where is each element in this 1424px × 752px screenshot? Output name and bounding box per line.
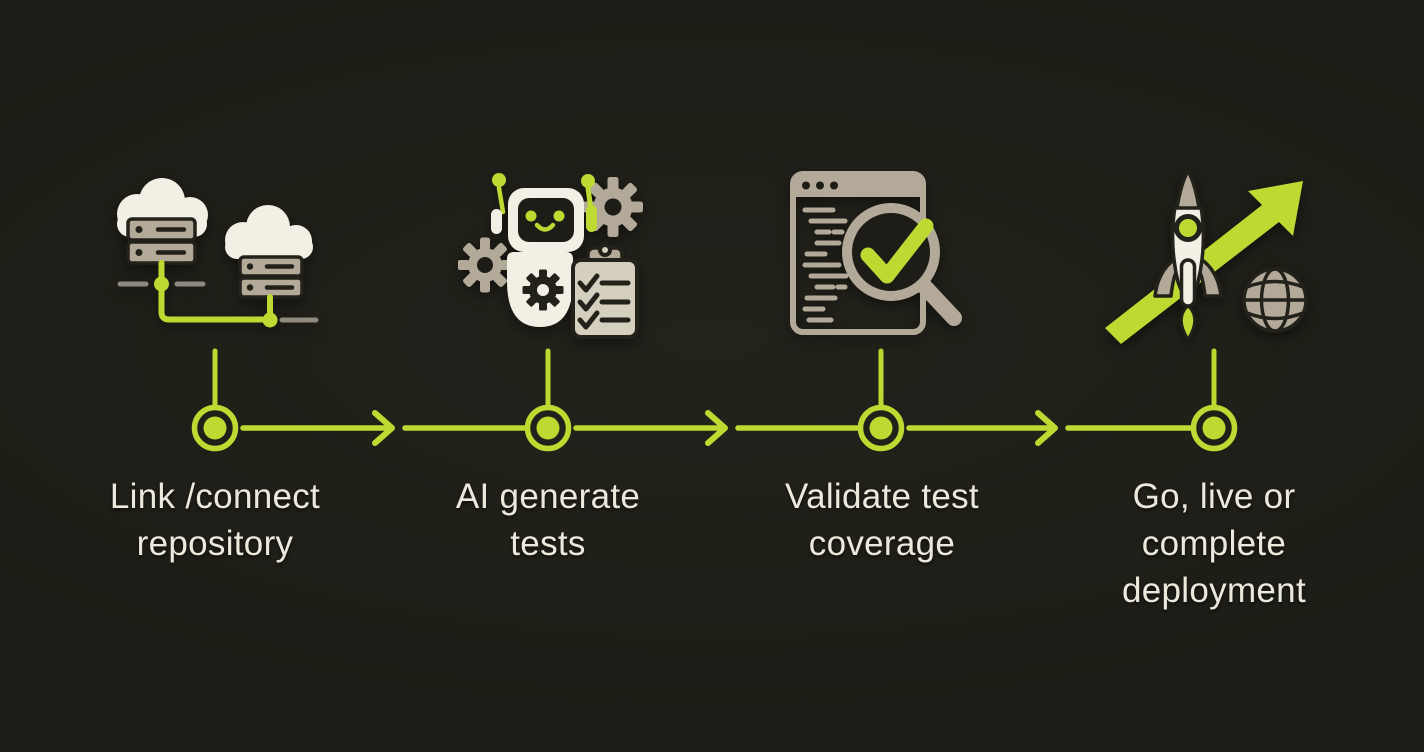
label-line: Validate test <box>785 477 979 516</box>
code-lines <box>802 207 849 323</box>
robot-head <box>508 188 584 252</box>
network-node-dot <box>262 312 278 328</box>
rocket-launch-icon <box>1105 169 1308 344</box>
right-cloud-icon <box>225 205 313 259</box>
step-label-go-live: Go, live or complete deployment <box>1047 473 1381 614</box>
robot-antennae <box>491 173 597 234</box>
timeline-node <box>524 404 572 452</box>
label-line: coverage <box>808 524 956 563</box>
timeline-nodes <box>191 404 1238 452</box>
timeline-node <box>191 404 239 452</box>
label-line: repository <box>136 524 294 563</box>
code-review-icon <box>790 171 962 335</box>
timeline-stems <box>212 348 1217 409</box>
label-line: tests <box>510 524 586 563</box>
rocket-engine <box>1179 258 1197 308</box>
arrow-chevron-icon <box>1035 410 1058 446</box>
network-links <box>117 260 319 328</box>
timeline-arrowheads <box>372 410 1058 446</box>
gear-icon <box>458 237 513 293</box>
robot-eye <box>553 210 565 222</box>
step-label-validate-coverage: Validate test coverage <box>715 473 1049 567</box>
gear-icon <box>522 269 564 311</box>
process-timeline <box>191 348 1238 452</box>
label-line: complete <box>1141 524 1287 563</box>
right-server-rack-icon <box>238 255 304 299</box>
rocket-nose-cone <box>1175 169 1201 210</box>
label-line: Go, live or <box>1132 477 1296 516</box>
cloud-servers-icon <box>117 178 319 328</box>
rocket-window <box>1174 214 1202 242</box>
checkmark-icon <box>860 218 934 284</box>
network-node-dot <box>154 276 169 292</box>
rocket-icon <box>1153 169 1223 341</box>
rocket-flame <box>1180 304 1196 341</box>
timeline-node <box>857 404 905 452</box>
left-server-rack-icon <box>126 217 197 265</box>
magnifier-icon <box>842 203 962 326</box>
robot-smile <box>534 222 556 232</box>
label-line: AI generate <box>455 477 641 516</box>
robot-eye <box>525 210 537 222</box>
robot-body <box>507 252 573 327</box>
checklist-clipboard-icon <box>571 243 639 339</box>
timeline-node <box>1190 404 1238 452</box>
magnifier-handle <box>916 278 962 326</box>
arrow-chevron-icon <box>372 410 395 446</box>
ai-robot-icon <box>458 173 643 339</box>
step-label-link-repository: Link /connect repository <box>48 473 382 567</box>
globe-icon <box>1242 267 1308 333</box>
step-label-ai-generate-tests: AI generate tests <box>381 473 715 567</box>
label-line: deployment <box>1122 571 1306 610</box>
arrow-chevron-icon <box>705 410 728 446</box>
label-line: Link /connect <box>109 477 321 516</box>
